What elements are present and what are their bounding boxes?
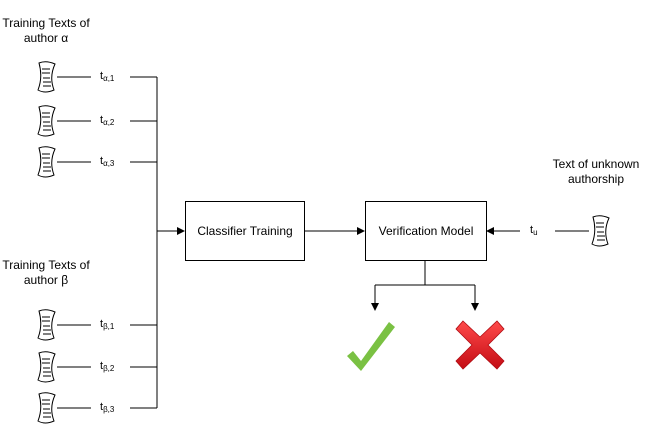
heading-author-beta: Training Texts of author β: [2, 258, 90, 287]
label-t-alpha-1: tα,1: [100, 70, 114, 85]
label-base: t: [100, 401, 104, 413]
label-subscript: β,2: [103, 364, 115, 373]
document-icon: [37, 351, 56, 383]
label-t-beta-3: tβ,3: [100, 401, 114, 416]
document-icon: [37, 61, 56, 93]
label-t-alpha-2: tα,2: [100, 114, 114, 129]
label-base: t: [100, 114, 104, 126]
document-icon: [37, 146, 56, 178]
document-icon-unknown: [591, 215, 610, 247]
label-t-beta-1: tβ,1: [100, 318, 114, 333]
verification-model-box: Verification Model: [365, 201, 487, 261]
label-base: t: [530, 224, 534, 236]
label-base: t: [100, 360, 104, 372]
document-icon: [37, 105, 56, 137]
label-subscript: β,1: [103, 322, 115, 331]
cross-icon: [455, 320, 505, 370]
label-base: t: [100, 70, 104, 82]
heading-author-alpha: Training Texts of author α: [2, 16, 90, 45]
label-subscript: α,1: [103, 74, 115, 83]
label-subscript: α,2: [103, 118, 115, 127]
label-base: t: [100, 318, 104, 330]
heading-unknown-text: Text of unknown authorship: [552, 157, 640, 186]
document-icon: [37, 392, 56, 424]
label-t-beta-2: tβ,2: [100, 360, 114, 375]
checkmark-icon: [347, 322, 395, 371]
label-base: t: [100, 155, 104, 167]
label-subscript: u: [533, 228, 538, 237]
label-subscript: α,3: [103, 159, 115, 168]
label-t-unknown: tu: [530, 224, 538, 239]
label-subscript: β,3: [103, 405, 115, 414]
document-icon: [37, 309, 56, 341]
label-t-alpha-3: tα,3: [100, 155, 114, 170]
classifier-training-box: Classifier Training: [185, 201, 305, 261]
